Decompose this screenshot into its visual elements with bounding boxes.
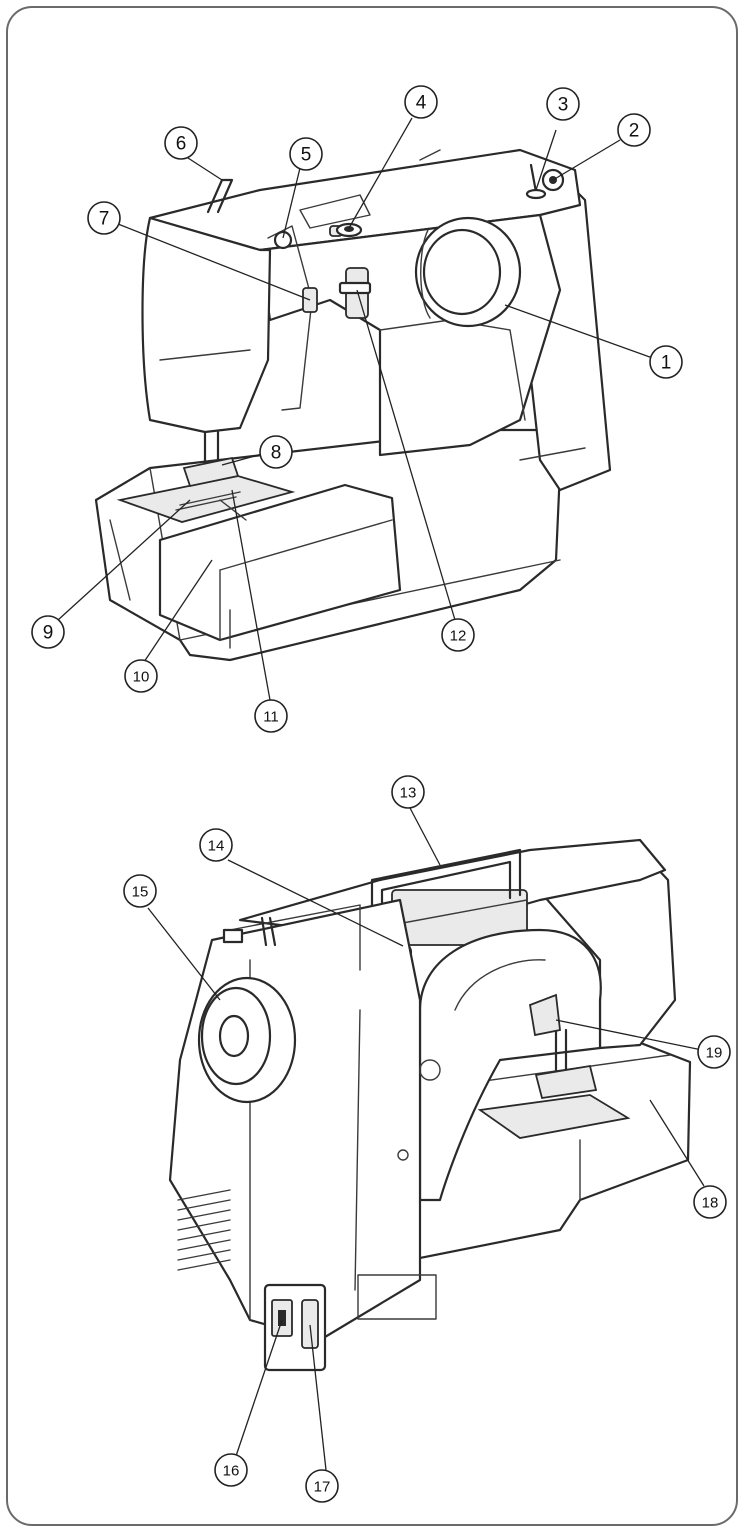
callout-4: 4: [404, 85, 438, 119]
callout-6-label: 6: [176, 134, 187, 155]
callout-3: 3: [546, 87, 580, 121]
callout-10: 10: [124, 659, 158, 693]
callout-2-label: 2: [629, 121, 640, 142]
callout-11-label: 11: [263, 709, 279, 726]
callout-16: 16: [214, 1453, 248, 1487]
callout-12: 12: [441, 618, 475, 652]
callout-13: 13: [391, 775, 425, 809]
callout-3-label: 3: [558, 95, 569, 116]
callout-1-label: 1: [661, 353, 672, 374]
callout-12-label: 12: [450, 628, 467, 645]
callout-17: 17: [305, 1469, 339, 1503]
callout-5: 5: [289, 137, 323, 171]
front-view-machine: [94, 148, 612, 662]
callout-19: 19: [697, 1035, 731, 1069]
callout-5-label: 5: [301, 145, 312, 166]
callout-19-label: 19: [706, 1045, 723, 1062]
callout-16-label: 16: [223, 1463, 240, 1480]
back-view-machine: [168, 838, 692, 1372]
callout-1: 1: [649, 345, 683, 379]
callout-8: 8: [259, 435, 293, 469]
back-leader-lines: [147, 807, 705, 1471]
callout-8-label: 8: [271, 443, 282, 464]
callout-14: 14: [199, 828, 233, 862]
callout-9-label: 9: [43, 623, 54, 644]
callout-9: 9: [31, 615, 65, 649]
callout-7: 7: [87, 201, 121, 235]
callout-13-label: 13: [400, 785, 417, 802]
front-leader-lines: [57, 117, 659, 701]
callout-14-label: 14: [208, 838, 225, 855]
callout-17-label: 17: [314, 1479, 331, 1496]
callout-15: 15: [123, 874, 157, 908]
callout-2: 2: [617, 113, 651, 147]
callout-4-label: 4: [416, 93, 427, 114]
callout-6: 6: [164, 126, 198, 160]
callout-10-label: 10: [133, 669, 150, 686]
callout-18: 18: [693, 1185, 727, 1219]
callout-11: 11: [254, 699, 288, 733]
callout-18-label: 18: [702, 1195, 719, 1212]
callout-15-label: 15: [132, 884, 149, 901]
callout-7-label: 7: [99, 209, 110, 230]
